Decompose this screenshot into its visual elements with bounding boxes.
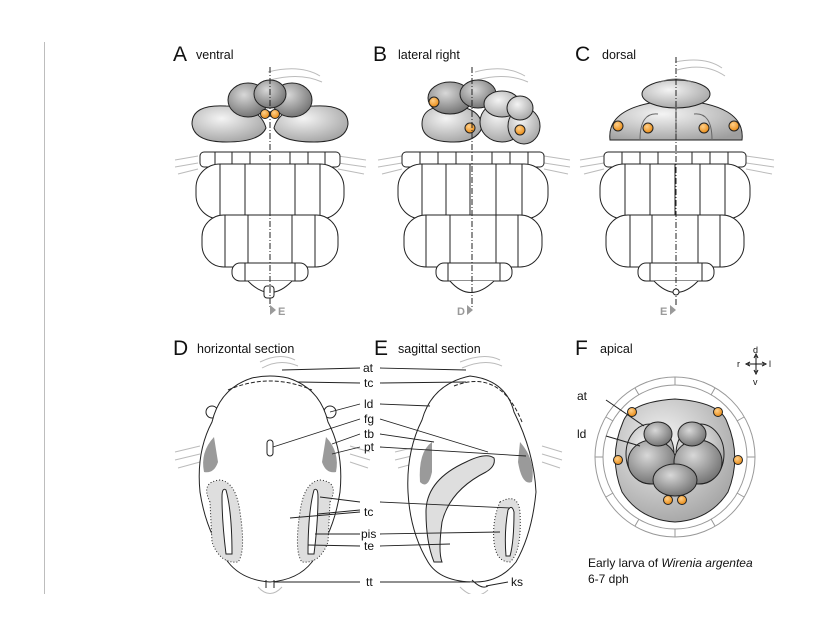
label-ld: ld [364,397,373,411]
panel-e-title: sagittal section [398,342,481,356]
panel-f-letter: F [575,337,588,360]
caption-species: Wirenia argentea [661,556,753,570]
panel-b-view-marker: D [457,305,473,318]
panel-d-title: horizontal section [197,342,294,356]
label-pis: pis [361,527,376,541]
label-te: te [364,539,374,553]
panel-b [377,67,571,307]
panel-b-title: lateral right [398,48,460,62]
panel-a-title: ventral [196,48,234,62]
panel-c-letter: C [575,43,590,66]
panel-a-view-letter: E [278,306,285,318]
label-tc-lower: tc [364,505,373,519]
panel-a-letter: A [173,43,187,66]
label-f-ld: ld [577,427,586,441]
panel-d [174,356,371,594]
panel-e [394,356,563,594]
panel-a [174,67,367,307]
leader-lines [272,367,527,587]
panel-d-letter: D [173,337,188,360]
label-tb: tb [364,427,374,441]
axis-v: v [753,377,758,387]
label-ks: ks [511,575,523,589]
panel-a-view-marker: E [270,305,285,318]
panel-c-view-marker: E [660,305,676,318]
panel-f-title: apical [600,342,633,356]
left-border-line [44,42,45,594]
caption-line2: 6-7 dph [588,572,629,586]
panel-b-letter: B [373,43,387,66]
panel-c-title: dorsal [602,48,636,62]
label-at: at [363,361,374,375]
label-f-at: at [577,389,588,403]
orientation-axes [744,352,768,376]
axis-r: r [737,359,740,369]
caption-prefix: Early larva of [588,556,661,570]
panel-f [594,376,756,538]
axis-d: d [753,345,758,355]
panel-b-view-letter: D [457,306,465,318]
label-pt: pt [364,440,375,454]
larva-diagram: A ventral E B lateral right D [173,43,775,594]
label-tt: tt [366,575,373,589]
label-tc-upper: tc [364,376,373,390]
panel-c-view-letter: E [660,306,667,318]
axis-l: l [769,359,771,369]
label-fg: fg [364,412,374,426]
panel-c [579,57,775,307]
figure-plate: A ventral E B lateral right D [170,42,790,594]
panel-e-letter: E [374,337,388,360]
caption-line1: Early larva of Wirenia argentea [588,556,753,570]
